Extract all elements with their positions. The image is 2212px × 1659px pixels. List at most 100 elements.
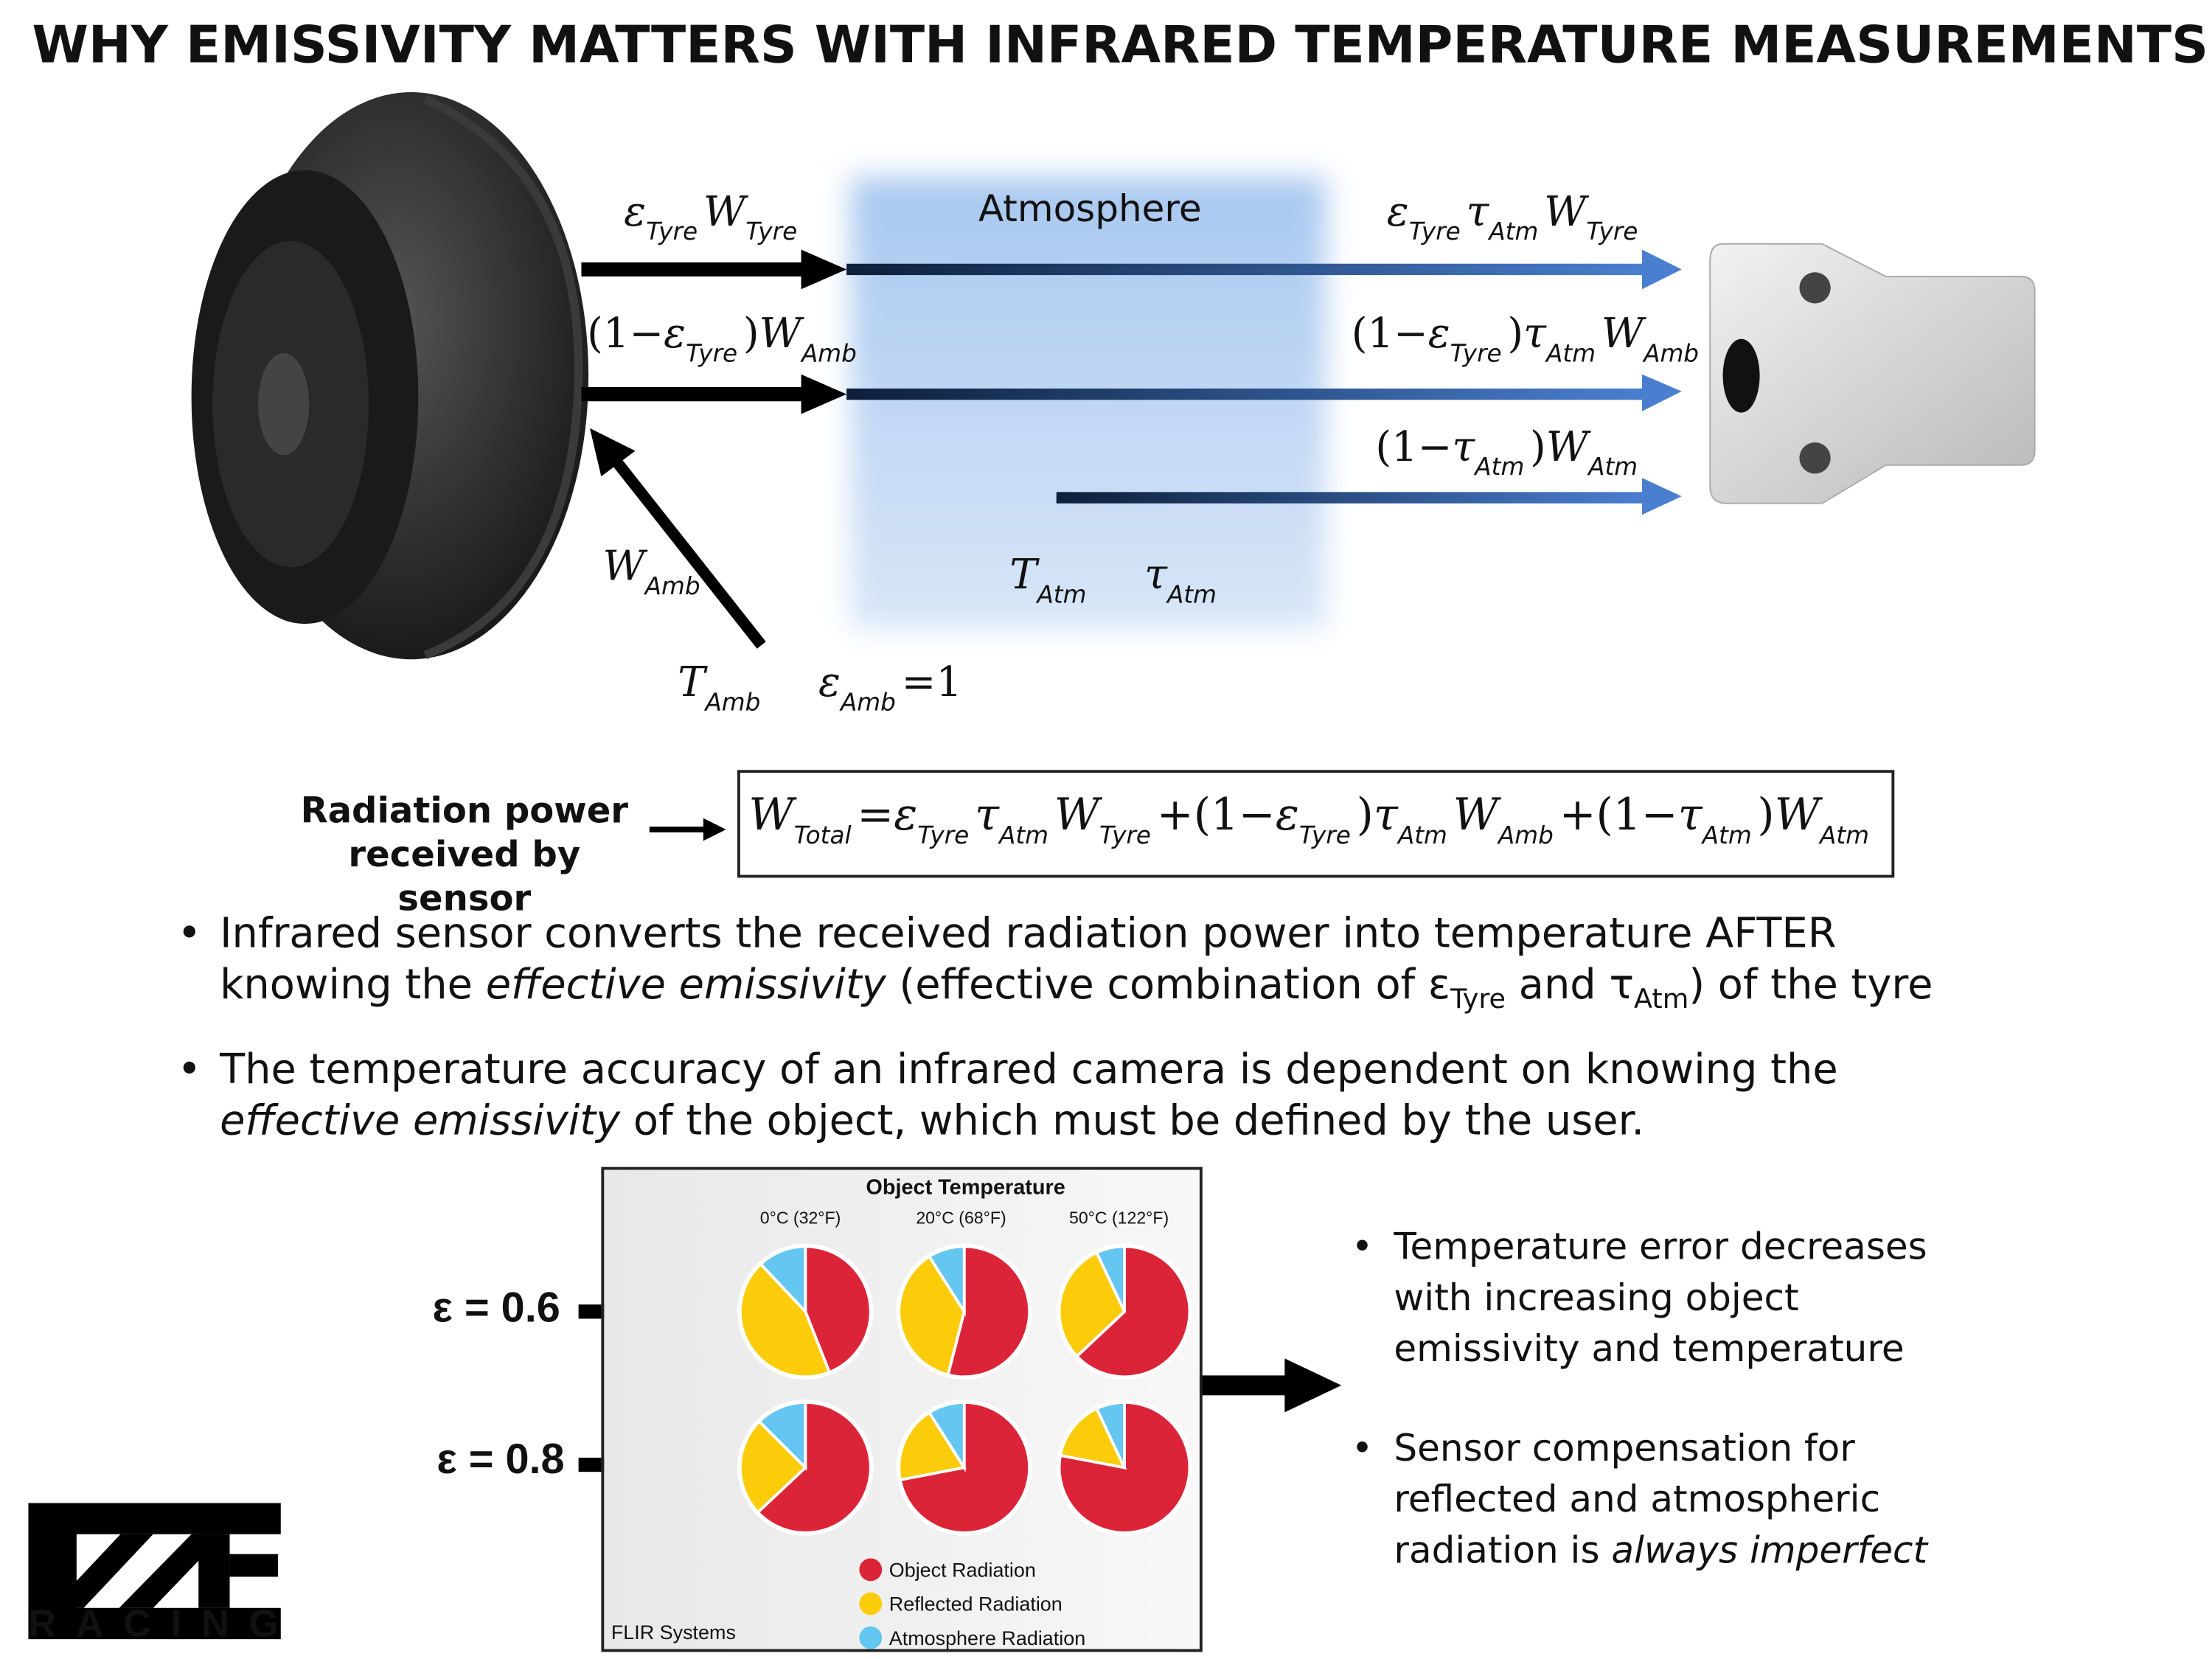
column-label: 0°C (32°F) — [759, 1208, 841, 1228]
math-token: τAtm — [1523, 309, 1596, 369]
pie-slice-reflected-radiation — [738, 1419, 808, 1514]
math-token: WAmb — [1453, 790, 1554, 851]
math-token: TAmb — [678, 658, 761, 718]
izze-logo-mark — [28, 1503, 281, 1640]
math-token: ) — [1356, 790, 1374, 841]
emphasis: effective emissivity — [220, 1096, 621, 1144]
math-token: WAmb — [1601, 309, 1700, 369]
math-token: ) — [1529, 422, 1546, 471]
math-token: WTyre — [1544, 187, 1638, 247]
pie-1-0 — [737, 1399, 874, 1536]
math-token — [766, 658, 818, 706]
pie-1-2 — [1056, 1399, 1193, 1536]
legend-label: Reflected Radiation — [888, 1592, 1062, 1615]
math-token: WTyre — [703, 187, 798, 247]
math-token: εTyre — [1386, 187, 1461, 247]
math-token: (1− — [1375, 422, 1453, 471]
bullet-item: Sensor compensation for reflected and at… — [1352, 1424, 1947, 1577]
label-tyre-reflected: (1−εTyre)WAmb — [587, 309, 862, 369]
atmosphere-label: Atmosphere — [978, 188, 1202, 232]
pie-slice-atmosphere-radiation — [1094, 1401, 1126, 1469]
emissivity-pie-chart: Object Temperature 0°C (32°F) 20°C (68°F… — [601, 1166, 1203, 1655]
pie-slice-object-radiation — [1074, 1245, 1192, 1379]
atmosphere-region — [850, 177, 1326, 628]
legend-swatch — [859, 1626, 883, 1649]
arrow-to-conclusions — [1195, 1358, 1342, 1413]
legend-swatch — [859, 1558, 883, 1582]
pie-slice-reflected-radiation — [739, 1262, 832, 1379]
math-token: εTyre — [1275, 790, 1351, 851]
emphasis: always imperfect — [1611, 1530, 1928, 1573]
legend-label: Object Radiation — [888, 1558, 1036, 1582]
math-token: (1− — [587, 309, 664, 358]
radiation-power-label: Radiation power received by sensor — [300, 790, 629, 919]
math-token: τAtm — [974, 790, 1049, 851]
row-label-eps-06: ε = 0.6 — [432, 1284, 560, 1332]
row-label-eps-08: ε = 0.8 — [437, 1436, 565, 1484]
pie-slice-object-radiation — [804, 1245, 872, 1374]
label-ambient: WAmb — [602, 542, 706, 602]
pie-grid — [737, 1243, 1193, 1536]
emphasis: effective emissivity — [485, 959, 886, 1009]
subscript: Atm — [1634, 984, 1689, 1015]
pie-slice-atmosphere-radiation — [757, 1401, 807, 1472]
column-label: 20°C (68°F) — [916, 1208, 1006, 1228]
math-token: ) — [742, 309, 759, 358]
pie-slice-atmosphere-radiation — [927, 1401, 966, 1473]
math-token: WAmb — [759, 309, 857, 369]
logo-racing-text: RACING — [28, 1602, 299, 1645]
bullet-item: Temperature error decreases with increas… — [1352, 1222, 1947, 1376]
math-token: τAtm — [1144, 550, 1217, 610]
pie-0-1 — [896, 1243, 1033, 1380]
math-token: ) — [1757, 790, 1775, 841]
column-label: 50°C (122°F) — [1069, 1208, 1169, 1228]
math-token: WAmb — [602, 541, 700, 602]
pie-1-1 — [896, 1399, 1033, 1536]
math-token: τAtm — [1677, 790, 1752, 851]
math-token: εTyre — [664, 309, 738, 369]
legend-item: Reflected Radiation — [859, 1587, 1085, 1621]
label-atmosphere-props: TAtm τAtm — [1009, 550, 1222, 610]
legend-item: Atmosphere Radiation — [859, 1621, 1085, 1655]
legend-label: Atmosphere Radiation — [888, 1626, 1086, 1649]
math-token: +(1− — [1559, 790, 1678, 841]
pie-0-0 — [737, 1243, 874, 1380]
pie-slice-reflected-radiation — [897, 1411, 967, 1482]
math-token: τAtm — [1452, 422, 1525, 482]
math-token: εTyre — [1427, 309, 1502, 369]
math-token: WAtm — [1774, 790, 1870, 851]
math-token — [1092, 550, 1144, 598]
label-sensor-atmosphere: (1−τAtm)WAtm — [1375, 422, 1643, 482]
math-token: (1− — [1351, 309, 1428, 358]
pie-slice-atmosphere-radiation — [927, 1245, 966, 1317]
arrow-tyre-reflected — [581, 374, 1682, 414]
tyre-image — [191, 92, 589, 660]
arrow-tyre-emitted — [581, 249, 1682, 290]
pie-slice-reflected-radiation — [1058, 1406, 1127, 1470]
bullet-item: Infrared sensor converts the received ra… — [177, 908, 2006, 1025]
pie-slice-object-radiation — [946, 1245, 1032, 1379]
math-token: τAtm — [1373, 790, 1447, 851]
subscript: Tyre — [1450, 984, 1506, 1015]
pie-slice-atmosphere-radiation — [1094, 1245, 1126, 1312]
label-ambient-props: TAmb εAmb=1 — [678, 658, 962, 717]
math-token: = — [857, 790, 894, 841]
sensor-image — [1709, 243, 2036, 504]
math-token: WAtm — [1545, 422, 1638, 482]
bullet-item: The temperature accuracy of an infrared … — [177, 1043, 2006, 1145]
conclusion-bullets: Temperature error decreases with increas… — [1352, 1222, 1947, 1625]
math-token: +(1− — [1156, 790, 1276, 841]
math-token: εTyre — [894, 790, 970, 851]
math-token: τAtm — [1466, 187, 1539, 247]
math-token: ) — [1507, 309, 1524, 358]
arrow-to-equation — [649, 818, 726, 841]
pie-0-2 — [1056, 1243, 1193, 1380]
